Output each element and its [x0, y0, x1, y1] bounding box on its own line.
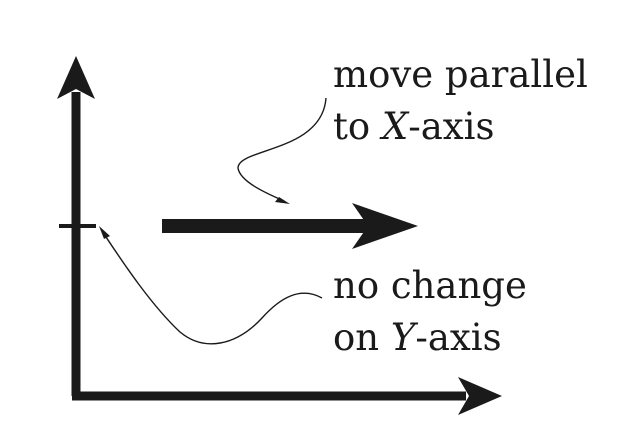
bottom-annotation-curve [103, 233, 323, 345]
top-annotation-arrowhead [275, 197, 290, 204]
x-axis-arrowhead [458, 377, 502, 415]
bottom-annotation-suffix: -axis [415, 316, 501, 359]
top-annotation-line2: to X-axis [333, 105, 495, 148]
y-axis-arrowhead [57, 56, 95, 99]
bottom-annotation-line1: no change [333, 264, 527, 307]
top-annotation-suffix: -axis [408, 105, 494, 148]
bottom-annotation-line2: on Y-axis [333, 316, 502, 359]
top-annotation-curve [237, 97, 327, 202]
top-annotation-line1: move parallel [333, 53, 588, 96]
top-annotation-prefix: to [333, 105, 382, 148]
bottom-annotation-variable: Y [391, 316, 419, 359]
bottom-annotation-arrowhead [99, 226, 110, 239]
top-annotation-variable: X [379, 105, 410, 148]
movement-arrowhead [352, 203, 418, 249]
bottom-annotation-prefix: on [333, 316, 391, 359]
